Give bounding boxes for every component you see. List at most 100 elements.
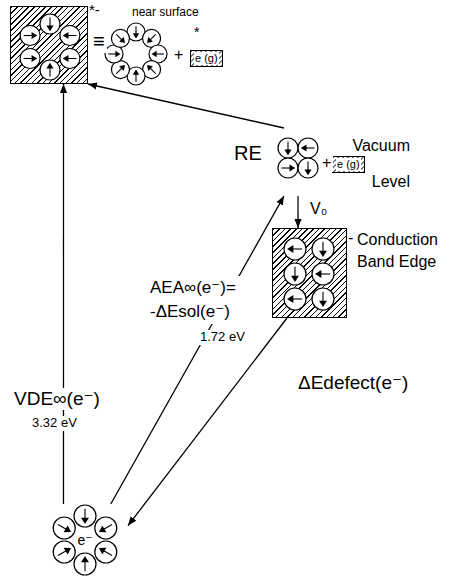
water-molecule	[284, 263, 306, 285]
energy-value: 3.32 eV	[30, 416, 79, 431]
molecule-circle	[40, 14, 60, 34]
molecule-circle	[60, 49, 80, 69]
dipole-arrow-head	[315, 270, 321, 278]
water-molecule	[74, 505, 96, 527]
near-surface-cluster: near surface * e (g)	[104, 6, 224, 88]
molecule-circle	[278, 158, 298, 178]
node-text: *	[194, 24, 199, 40]
dipole-arrow-head	[152, 51, 157, 57]
water-molecule	[53, 541, 75, 563]
molecule-circle	[74, 505, 96, 527]
water-molecule	[20, 26, 40, 46]
solvated-electron-cluster: e⁻	[42, 504, 128, 576]
node-text: e (g)	[336, 158, 361, 171]
node-text: *-	[89, 1, 100, 18]
dipole-arrow-head	[291, 276, 299, 282]
dipole-arrow-head	[46, 63, 53, 69]
transition-arrow	[297, 196, 298, 228]
molecule-circle	[298, 138, 318, 158]
molecule-circle	[20, 49, 40, 69]
molecule-circle	[284, 238, 306, 260]
water-molecule	[278, 158, 298, 178]
dipole-arrow-head	[287, 295, 293, 303]
molecule-circle	[74, 553, 96, 575]
dipole-arrow-head	[147, 65, 153, 71]
water-molecule	[95, 517, 117, 539]
equivalence-sign: ≡	[91, 30, 107, 53]
water-molecule	[20, 49, 40, 69]
molecule-circle	[284, 288, 306, 310]
gas-electron-box: e (g)	[190, 50, 223, 67]
water-molecule	[312, 263, 334, 285]
dipole-arrow-head	[99, 548, 106, 555]
molecule-art	[273, 229, 348, 319]
dipole-arrow-head	[133, 33, 139, 38]
water-molecule	[95, 541, 117, 563]
edge-label: ΔEdefect(e⁻)	[296, 372, 410, 394]
molecule-circle	[53, 541, 75, 563]
dipole-arrow-head	[319, 251, 327, 257]
dipole-arrow-head	[32, 55, 38, 62]
molecule-circle	[111, 29, 129, 47]
hatched-cluster-box: *-	[10, 6, 88, 84]
edge-label: VDE∞(e⁻)	[12, 388, 102, 410]
water-molecule	[284, 288, 306, 310]
node-text: near surface	[132, 6, 199, 20]
node-text: Conduction Band Edge	[357, 229, 441, 273]
dipole-arrow-head	[64, 525, 71, 532]
water-molecule	[60, 49, 80, 69]
node-text: e⁻	[77, 532, 92, 548]
node-text: -	[348, 229, 353, 247]
molecule-art	[11, 7, 89, 85]
transition-arrow	[88, 84, 284, 128]
dipole-arrow-head	[319, 301, 327, 307]
transition-arrow	[128, 318, 287, 526]
molecule-circle	[53, 517, 75, 539]
dipole-arrow-head	[119, 37, 125, 43]
water-molecule	[111, 29, 129, 47]
vacuum-level-cluster: Vacuum Levele (g)	[270, 128, 410, 196]
molecule-circle	[95, 517, 117, 539]
dipole-arrow-head	[147, 37, 153, 43]
water-molecule	[40, 14, 60, 34]
molecule-circle	[278, 138, 298, 158]
transition-arrow	[63, 84, 64, 504]
molecule-circle	[284, 263, 306, 285]
edge-label: V₀	[308, 200, 329, 218]
water-molecule	[298, 158, 318, 178]
dipole-arrow-head	[133, 70, 139, 75]
dipole-arrow-head	[301, 144, 307, 151]
molecule-circle	[95, 541, 117, 563]
dipole-arrow-head	[81, 518, 89, 524]
water-molecule	[298, 138, 318, 158]
dipole-arrow-head	[46, 26, 53, 32]
node-text: e (g)	[194, 52, 219, 65]
molecule-circle	[312, 263, 334, 285]
gas-electron-box: e (g)	[332, 156, 365, 173]
dipole-arrow-head	[63, 32, 69, 39]
transition-arrow	[111, 196, 284, 504]
water-molecule	[60, 26, 80, 46]
energy-value: 1.72 eV	[198, 330, 247, 345]
water-molecule	[278, 138, 298, 158]
molecule-circle	[20, 26, 40, 46]
molecule-circle	[60, 26, 80, 46]
molecule-circle	[40, 60, 60, 80]
dipole-arrow-head	[81, 556, 89, 562]
water-molecule	[312, 238, 334, 260]
edge-label: AEA∞(e⁻)= -ΔEsol(e⁻)	[148, 276, 264, 324]
edge-label: RE	[232, 142, 264, 165]
water-molecule	[53, 517, 75, 539]
dipole-arrow-head	[63, 55, 69, 62]
water-molecule	[312, 288, 334, 310]
dipole-arrow-head	[284, 150, 291, 156]
molecule-circle	[312, 288, 334, 310]
dipole-arrow-head	[115, 51, 120, 57]
water-molecule	[74, 553, 96, 575]
molecule-circle	[312, 238, 334, 260]
dipole-arrow-head	[99, 525, 106, 532]
dipole-arrow-head	[304, 170, 311, 176]
conduction-band-box: -Conduction Band Edge	[272, 228, 347, 318]
water-molecule	[284, 238, 306, 260]
